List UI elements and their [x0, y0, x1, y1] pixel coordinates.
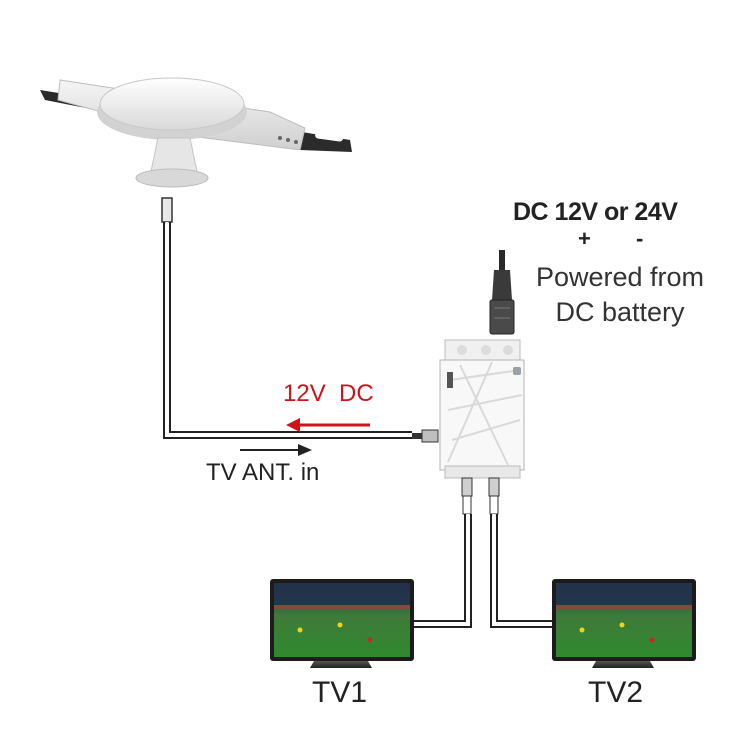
signal-flow-arrow: [240, 444, 312, 456]
dc-power-plug: [489, 250, 515, 335]
antenna-cable: [163, 222, 412, 439]
antenna-input-label: TV ANT. in: [206, 459, 320, 486]
power-flow-label: 12V DC: [283, 380, 374, 407]
power-source-line2: DC battery: [555, 297, 685, 327]
tv2-cable: [490, 514, 552, 628]
antenna-connector: [161, 197, 173, 223]
power-voltage-label: DC 12V or 24V: [513, 198, 678, 226]
tv1-cable: [414, 514, 472, 628]
negative-terminal-label: -: [636, 226, 644, 251]
tv1-label: TV1: [312, 676, 368, 709]
splitter-box: [412, 339, 525, 515]
tv2: [552, 579, 696, 668]
positive-terminal-label: +: [578, 226, 591, 251]
antenna: [40, 77, 352, 223]
power-source-line1: Powered from: [535, 262, 705, 292]
power-flow-arrow: [286, 418, 370, 432]
power-source-label: Powered from DC battery: [520, 260, 720, 330]
tv2-label: TV2: [588, 676, 644, 709]
tv1: [270, 579, 414, 668]
